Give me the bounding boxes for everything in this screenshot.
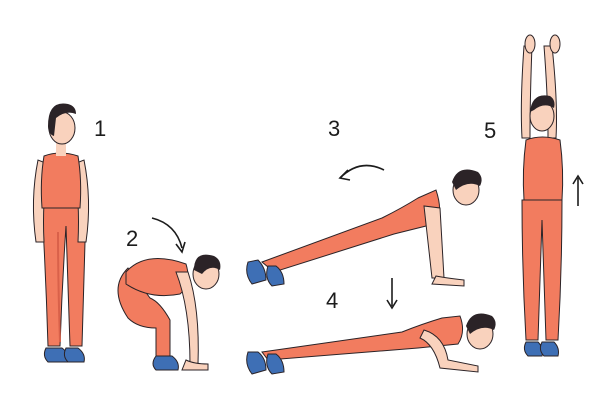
figure-jump <box>520 34 564 357</box>
figure-plank <box>246 169 482 287</box>
figure-standing <box>32 103 90 363</box>
step-number-2: 2 <box>126 226 139 251</box>
curved-down-arrow <box>151 217 186 254</box>
step-number-4: 4 <box>326 288 339 313</box>
step-number-5: 5 <box>484 118 497 143</box>
step-number-3: 3 <box>328 116 341 141</box>
up-arrow <box>572 174 584 206</box>
down-arrow <box>386 278 398 310</box>
figure-squat <box>117 254 221 371</box>
curved-left-arrow <box>338 164 385 181</box>
step-number-1: 1 <box>94 116 107 141</box>
figure-pushup <box>246 313 496 375</box>
